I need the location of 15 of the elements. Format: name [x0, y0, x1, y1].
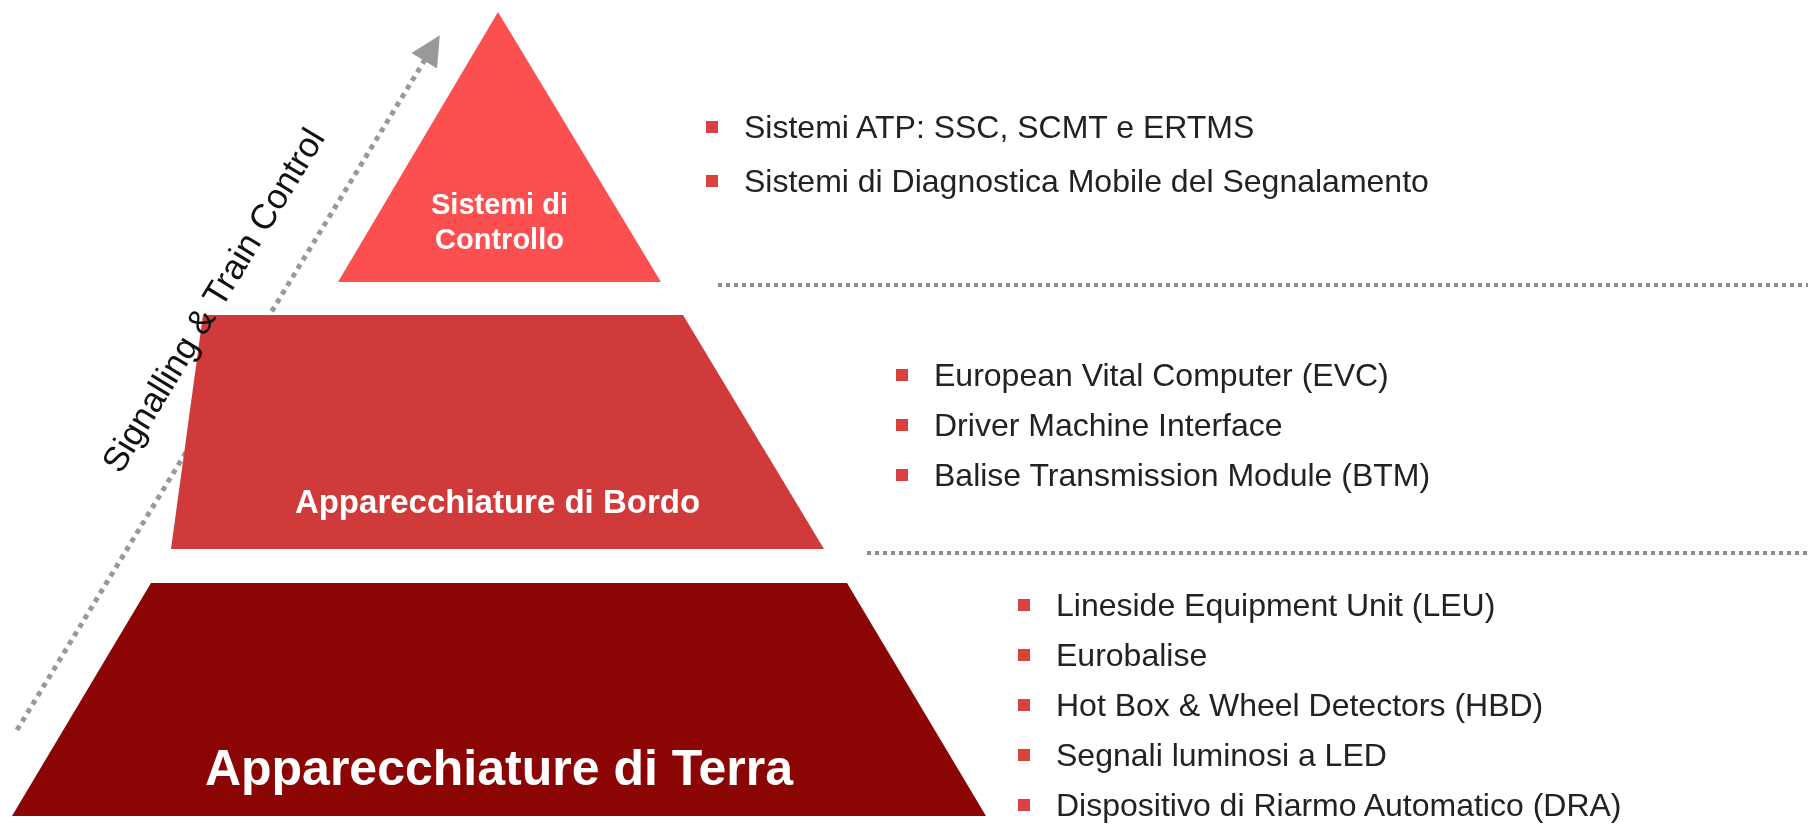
bullet-item: Lineside Equipment Unit (LEU) [1018, 580, 1622, 630]
pyramid-tier [338, 12, 661, 282]
bullet-item: Dispositivo di Riarmo Automatico (DRA) [1018, 780, 1622, 828]
tier-label: Sistemi di Controllo [430, 187, 569, 257]
bullet-item: Eurobalise [1018, 630, 1622, 680]
tier-label: Apparecchiature di Bordo [293, 482, 702, 522]
bullet-item: Hot Box & Wheel Detectors (HBD) [1018, 680, 1622, 730]
pyramid-tier [12, 583, 986, 816]
bullet-item: Segnali luminosi a LED [1018, 730, 1622, 780]
bullet-item: Sistemi di Diagnostica Mobile del Segnalamento [706, 154, 1429, 208]
bullet-item: Balise Transmission Module (BTM) [896, 450, 1431, 500]
bullet-item: European Vital Computer (EVC) [896, 350, 1431, 400]
bullet-item: Driver Machine Interface [896, 400, 1431, 450]
tier-label: Apparecchiature di Terra [203, 739, 795, 798]
bullet-item: Sistemi ATP: SSC, SCMT e ERTMS [706, 100, 1429, 154]
